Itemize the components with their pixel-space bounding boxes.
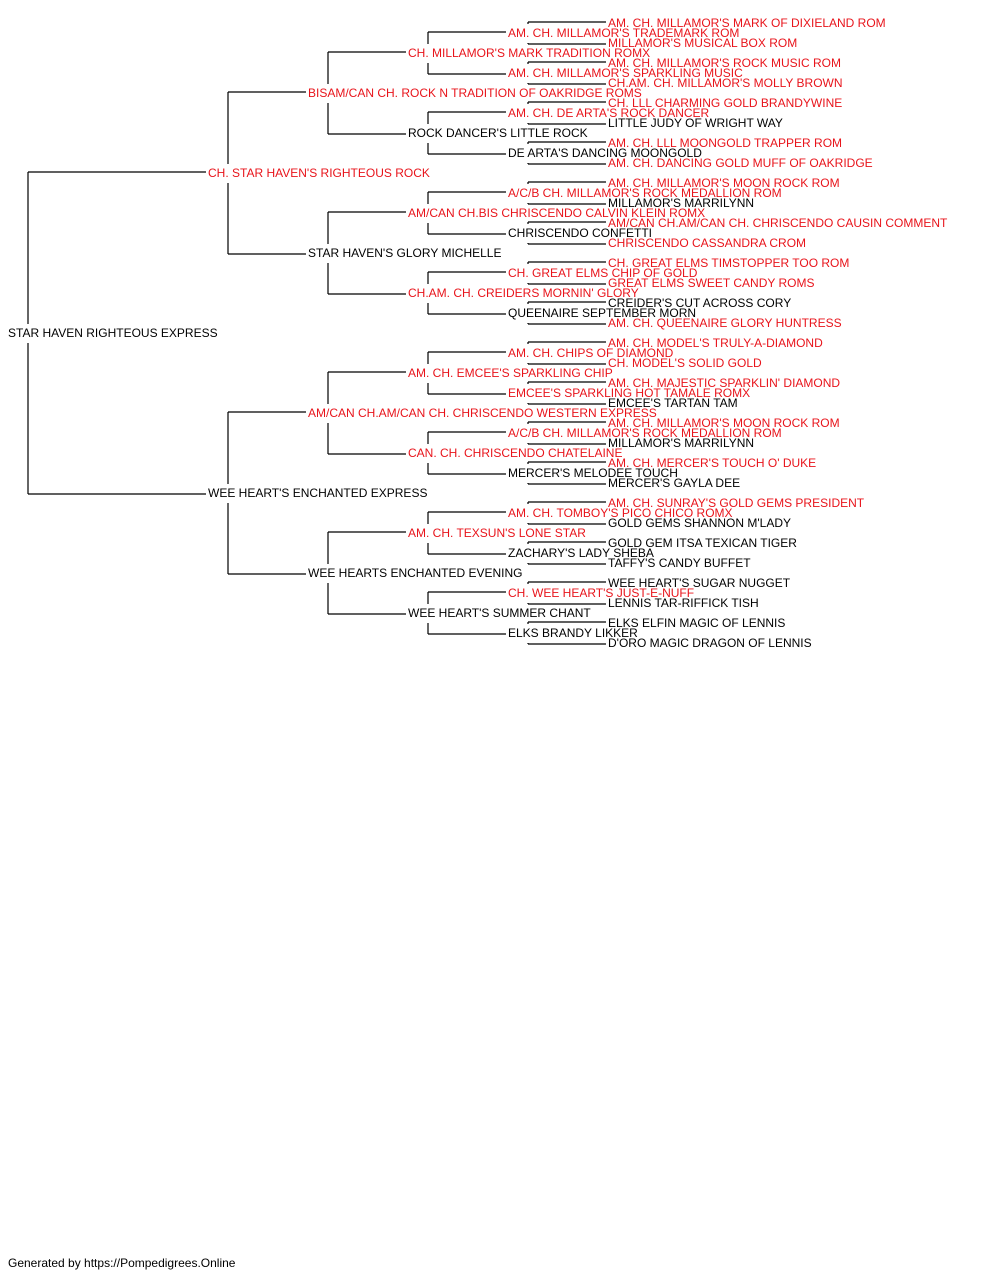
sire-name-a-c-b-ch-millamor-s-rock-medallion-rom: A/C/B CH. MILLAMOR'S ROCK MEDALLION ROM — [508, 186, 782, 200]
dam-name-mercer-s-melodee-touch: MERCER'S MELODEE TOUCH — [508, 466, 678, 480]
dam-name-wee-heart-s-summer-chant: WEE HEART'S SUMMER CHANT — [408, 606, 591, 620]
sire-name-am-ch-chips-of-diamond: AM. CH. CHIPS OF DIAMOND — [508, 346, 674, 360]
dam-name-great-elms-sweet-candy-roms: GREAT ELMS SWEET CANDY ROMS — [608, 276, 814, 290]
dam-name-am-ch-dancing-gold-muff-of-oakridge: AM. CH. DANCING GOLD MUFF OF OAKRIDGE — [608, 156, 873, 170]
dam-name-am-ch-queenaire-glory-huntress: AM. CH. QUEENAIRE GLORY HUNTRESS — [608, 316, 842, 330]
dam-name-ch-model-s-solid-gold: CH. MODEL'S SOLID GOLD — [608, 356, 762, 370]
dam-name-millamor-s-marrilynn: MILLAMOR'S MARRILYNN — [608, 196, 754, 210]
sire-name-am-ch-de-arta-s-rock-dancer: AM. CH. DE ARTA'S ROCK DANCER — [508, 106, 710, 120]
sire-name-am-ch-tomboy-s-pico-chico-romx: AM. CH. TOMBOY'S PICO CHICO ROMX — [508, 506, 733, 520]
dam-name-millamor-s-marrilynn: MILLAMOR'S MARRILYNN — [608, 436, 754, 450]
sire-name-am-ch-sunray-s-gold-gems-president: AM. CH. SUNRAY'S GOLD GEMS PRESIDENT — [608, 496, 865, 510]
sire-name-am-can-ch-bis-chriscendo-calvin-klein-romx: AM/CAN CH.BIS CHRISCENDO CALVIN KLEIN RO… — [408, 206, 705, 220]
sire-name-am-can-ch-am-can-ch-chriscendo-western-express: AM/CAN CH.AM/CAN CH. CHRISCENDO WESTERN … — [308, 406, 657, 420]
sire-name-elks-elfin-magic-of-lennis: ELKS ELFIN MAGIC OF LENNIS — [608, 616, 785, 630]
sire-name-am-ch-majestic-sparklin-diamond: AM. CH. MAJESTIC SPARKLIN' DIAMOND — [608, 376, 840, 390]
sire-name-ch-wee-heart-s-just-e-nuff: CH. WEE HEART'S JUST-E-NUFF — [508, 586, 694, 600]
dam-name-emcee-s-tartan-tam: EMCEE'S TARTAN TAM — [608, 396, 738, 410]
sire-name-creider-s-cut-across-cory: CREIDER'S CUT ACROSS CORY — [608, 296, 791, 310]
dam-name-gold-gems-shannon-m-lady: GOLD GEMS SHANNON M'LADY — [608, 516, 791, 530]
dam-name-chriscendo-cassandra-crom: CHRISCENDO CASSANDRA CROM — [608, 236, 806, 250]
sire-name-am-ch-millamor-s-moon-rock-rom: AM. CH. MILLAMOR'S MOON ROCK ROM — [608, 176, 840, 190]
sire-name-a-c-b-ch-millamor-s-rock-medallion-rom: A/C/B CH. MILLAMOR'S ROCK MEDALLION ROM — [508, 426, 782, 440]
dam-name-lennis-tar-riffick-tish: LENNIS TAR-RIFFICK TISH — [608, 596, 759, 610]
sire-name-wee-heart-s-sugar-nugget: WEE HEART'S SUGAR NUGGET — [608, 576, 791, 590]
subject-name-star-haven-righteous-express: STAR HAVEN RIGHTEOUS EXPRESS — [8, 326, 218, 340]
sire-name-am-ch-lll-moongold-trapper-rom: AM. CH. LLL MOONGOLD TRAPPER ROM — [608, 136, 842, 150]
sire-name-am-ch-mercer-s-touch-o-duke: AM. CH. MERCER'S TOUCH O' DUKE — [608, 456, 816, 470]
dam-name-emcee-s-sparkling-hot-tamale-romx: EMCEE'S SPARKLING HOT TAMALE ROMX — [508, 386, 750, 400]
dam-name-am-ch-millamor-s-sparkling-music: AM. CH. MILLAMOR'S SPARKLING MUSIC — [508, 66, 743, 80]
dam-name-mercer-s-gayla-dee: MERCER'S GAYLA DEE — [608, 476, 740, 490]
sire-name-am-ch-emcee-s-sparkling-chip: AM. CH. EMCEE'S SPARKLING CHIP — [408, 366, 613, 380]
sire-name-bisam-can-ch-rock-n-tradition-of-oakridge-roms: BISAM/CAN CH. ROCK N TRADITION OF OAKRID… — [308, 86, 642, 100]
dam-name-star-haven-s-glory-michelle: STAR HAVEN'S GLORY MICHELLE — [308, 246, 501, 260]
dam-name-wee-heart-s-enchanted-express: WEE HEART'S ENCHANTED EXPRESS — [208, 486, 427, 500]
sire-name-am-ch-texsun-s-lone-star: AM. CH. TEXSUN'S LONE STAR — [408, 526, 586, 540]
dam-name-d-oro-magic-dragon-of-lennis: D'ORO MAGIC DRAGON OF LENNIS — [608, 636, 812, 650]
dam-name-elks-brandy-likker: ELKS BRANDY LIKKER — [508, 626, 638, 640]
sire-name-gold-gem-itsa-texican-tiger: GOLD GEM ITSA TEXICAN TIGER — [608, 536, 797, 550]
sire-name-ch-great-elms-chip-of-gold: CH. GREAT ELMS CHIP OF GOLD — [508, 266, 698, 280]
sire-name-am-ch-model-s-truly-a-diamond: AM. CH. MODEL'S TRULY-A-DIAMOND — [608, 336, 823, 350]
dam-name-chriscendo-confetti: CHRISCENDO CONFETTI — [508, 226, 652, 240]
dam-name-little-judy-of-wright-way: LITTLE JUDY OF WRIGHT WAY — [608, 116, 783, 130]
sire-name-ch-millamor-s-mark-tradition-romx: CH. MILLAMOR'S MARK TRADITION ROMX — [408, 46, 650, 60]
sire-name-am-ch-millamor-s-moon-rock-rom: AM. CH. MILLAMOR'S MOON ROCK ROM — [608, 416, 840, 430]
dam-name-de-arta-s-dancing-moongold: DE ARTA'S DANCING MOONGOLD — [508, 146, 702, 160]
sire-name-am-ch-millamor-s-trademark-rom: AM. CH. MILLAMOR'S TRADEMARK ROM — [508, 26, 739, 40]
dam-name-taffy-s-candy-buffet: TAFFY'S CANDY BUFFET — [608, 556, 751, 570]
dam-name-ch-am-ch-creiders-mornin-glory: CH.AM. CH. CREIDERS MORNIN' GLORY — [408, 286, 639, 300]
dam-name-millamor-s-musical-box-rom: MILLAMOR'S MUSICAL BOX ROM — [608, 36, 797, 50]
sire-name-am-ch-millamor-s-rock-music-rom: AM. CH. MILLAMOR'S ROCK MUSIC ROM — [608, 56, 841, 70]
dam-name-wee-hearts-enchanted-evening: WEE HEARTS ENCHANTED EVENING — [308, 566, 522, 580]
sire-name-ch-star-haven-s-righteous-rock: CH. STAR HAVEN'S RIGHTEOUS ROCK — [208, 166, 430, 180]
dam-name-zachary-s-lady-sheba: ZACHARY'S LADY SHEBA — [508, 546, 654, 560]
sire-name-ch-great-elms-timstopper-too-rom: CH. GREAT ELMS TIMSTOPPER TOO ROM — [608, 256, 849, 270]
footer-credit: Generated by https://Pompedigrees.Online — [8, 1256, 236, 1270]
dam-name-can-ch-chriscendo-chatelaine: CAN. CH. CHRISCENDO CHATELAINE — [408, 446, 622, 460]
sire-name-am-ch-millamor-s-mark-of-dixieland-rom: AM. CH. MILLAMOR'S MARK OF DIXIELAND ROM — [608, 16, 886, 30]
sire-name-ch-lll-charming-gold-brandywine: CH. LLL CHARMING GOLD BRANDYWINE — [608, 96, 842, 110]
dam-name-queenaire-september-morn: QUEENAIRE SEPTEMBER MORN — [508, 306, 696, 320]
dam-name-ch-am-ch-millamor-s-molly-brown: CH.AM. CH. MILLAMOR'S MOLLY BROWN — [608, 76, 843, 90]
dam-name-rock-dancer-s-little-rock: ROCK DANCER'S LITTLE ROCK — [408, 126, 588, 140]
sire-name-am-can-ch-am-can-ch-chriscendo-causin-comment: AM/CAN CH.AM/CAN CH. CHRISCENDO CAUSIN C… — [608, 216, 948, 230]
